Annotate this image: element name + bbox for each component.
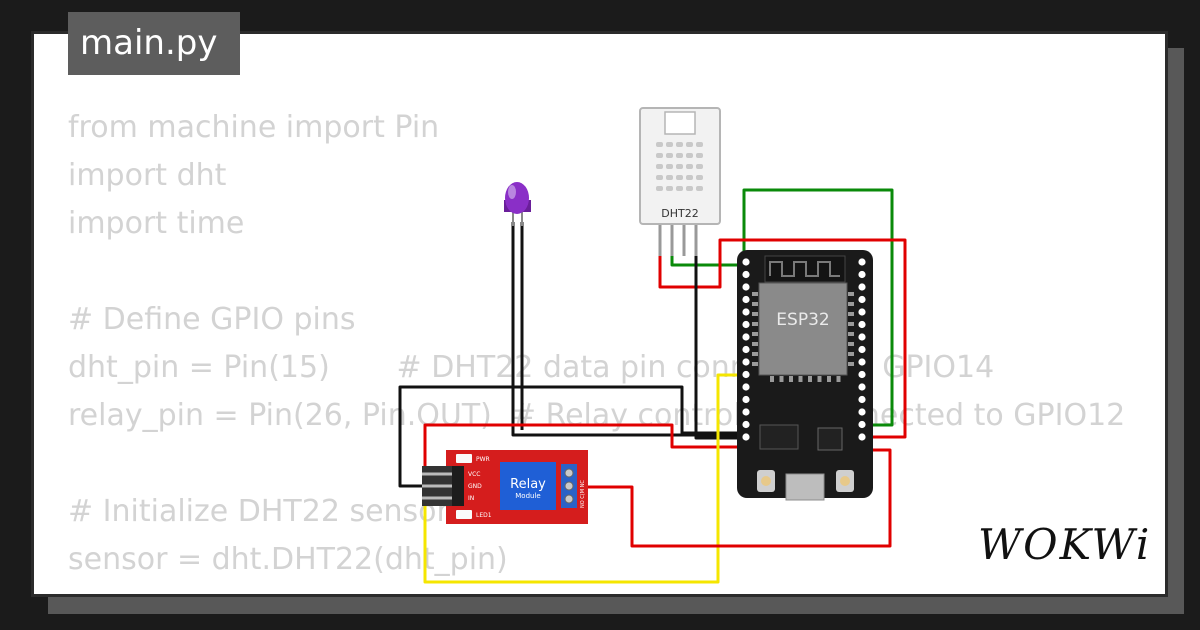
wire-red-dht-vcc[interactable] [658, 228, 907, 439]
esp32-pin[interactable] [742, 358, 750, 366]
esp32-pin[interactable] [858, 358, 866, 366]
wokwi-logo: WOKWi [978, 520, 1152, 569]
relay-pin-in: IN [468, 495, 474, 502]
wire-red-relay-out[interactable] [580, 448, 892, 548]
esp32-pin[interactable] [858, 370, 866, 379]
dht22-label: DHT22 [661, 207, 698, 220]
esp32-pin[interactable] [742, 308, 750, 316]
esp32-pin[interactable] [858, 395, 866, 404]
esp32-pin[interactable] [858, 295, 866, 304]
esp32-pin[interactable] [858, 283, 866, 291]
esp32-pin[interactable] [858, 408, 866, 416]
relay-label: Relay [510, 477, 546, 492]
esp32-pin[interactable] [742, 433, 750, 441]
code-preview: from machine import Pin import dht impor… [68, 104, 1125, 584]
filename-tab: main.py [68, 12, 240, 75]
code-line: # Define GPIO pins [68, 302, 356, 337]
esp32-pin[interactable] [742, 270, 750, 279]
code-line: from machine import Pin [68, 110, 440, 145]
esp32-pin[interactable] [742, 295, 750, 304]
esp32-pin[interactable] [858, 270, 866, 279]
relay-sublabel: Module [515, 492, 540, 500]
led[interactable] [504, 182, 531, 226]
esp32-pin[interactable] [742, 283, 750, 291]
esp32-board[interactable]: ESP32 [737, 250, 873, 501]
esp32-pin[interactable] [858, 308, 866, 316]
code-line: sensor = dht.DHT22(dht_pin) [68, 542, 508, 577]
esp32-pin[interactable] [742, 383, 750, 391]
esp32-pin[interactable] [742, 333, 750, 341]
code-line: import dht [68, 158, 227, 193]
esp32-pin[interactable] [742, 395, 750, 404]
dht22-sensor[interactable]: DHT22 [639, 107, 721, 256]
relay-module[interactable]: PWR LED1 VCC GND IN Relay Module NO C(M … [422, 450, 588, 524]
relay-pin-vcc: VCC [468, 471, 480, 478]
wire-black-dht-gnd[interactable] [694, 228, 746, 440]
relay-pin-gnd: GND [468, 483, 482, 490]
esp32-pin[interactable] [858, 320, 866, 329]
code-line: import time [68, 206, 245, 241]
esp32-pin[interactable] [858, 383, 866, 391]
wire-black-led[interactable] [511, 222, 746, 437]
esp32-pin[interactable] [742, 370, 750, 379]
esp32-pin[interactable] [742, 345, 750, 354]
esp32-pin[interactable] [742, 258, 750, 266]
esp32-pin[interactable] [858, 258, 866, 266]
relay-led-led1: LED1 [476, 512, 492, 519]
relay-output-labels: NO C(M NC [580, 480, 586, 508]
esp32-pin[interactable] [858, 433, 866, 441]
code-line: # Initialize DHT22 sensor [68, 494, 449, 529]
esp32-pin[interactable] [742, 408, 750, 416]
wire-black-relay-gnd[interactable] [398, 385, 746, 488]
esp32-pin[interactable] [742, 320, 750, 329]
esp32-pin[interactable] [742, 420, 750, 429]
wires [398, 188, 907, 584]
esp32-pin[interactable] [858, 333, 866, 341]
esp32-pin[interactable] [858, 345, 866, 354]
esp32-pin[interactable] [858, 420, 866, 429]
relay-led-pwr: PWR [476, 456, 490, 463]
esp32-label: ESP32 [776, 310, 829, 330]
project-card: from machine import Pin import dht impor… [31, 31, 1168, 597]
wire-green[interactable] [670, 188, 894, 427]
